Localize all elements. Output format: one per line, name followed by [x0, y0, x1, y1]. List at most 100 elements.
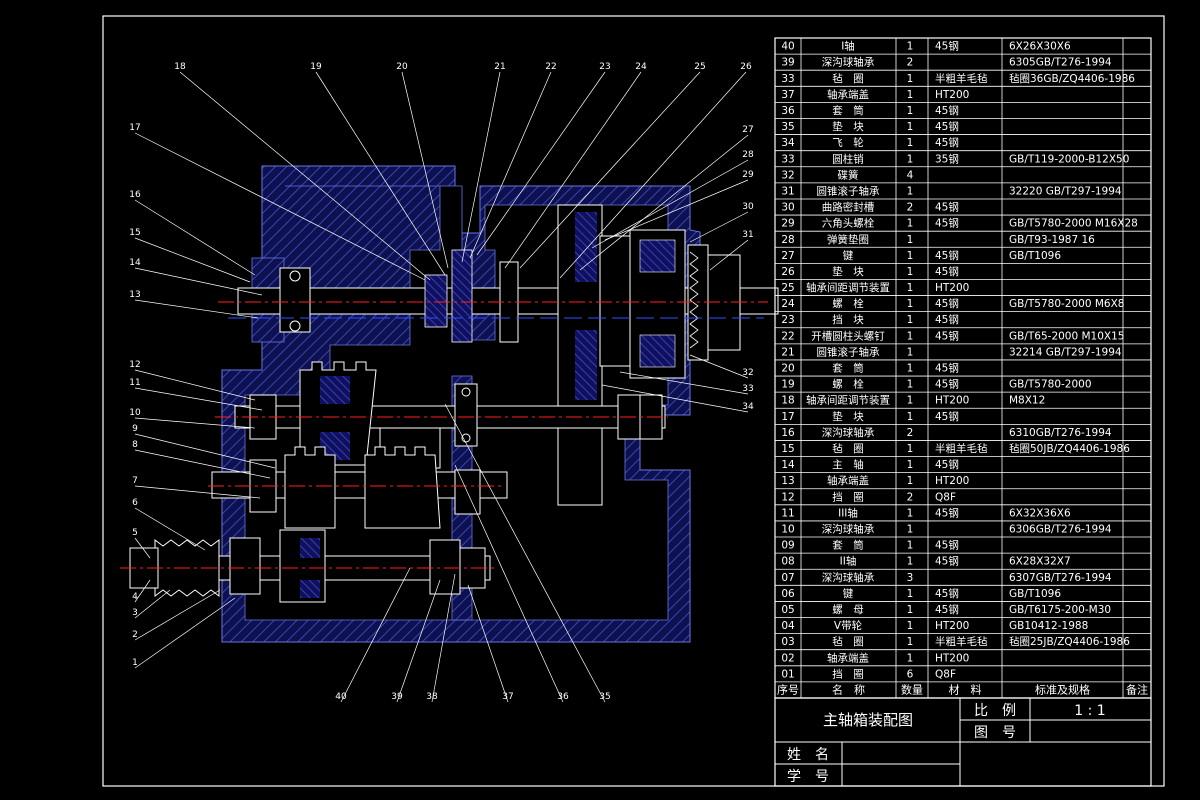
bom-cell: 深沟球轴承 — [822, 56, 875, 69]
bom-cell: 25 — [781, 282, 794, 294]
bom-cell: 45钢 — [935, 329, 959, 342]
part-balloon: 36 — [557, 692, 569, 702]
bom-cell: 毡 圈 — [832, 635, 864, 648]
bom-cell: 23 — [781, 314, 794, 326]
bom-cell: 1 — [907, 620, 914, 632]
bom-cell: 37 — [781, 89, 794, 101]
bom-cell: 2 — [907, 57, 914, 69]
leader-line — [134, 589, 171, 619]
part-balloon: 29 — [742, 170, 754, 180]
leader-line — [134, 387, 263, 411]
bom-cell: 套 筒 — [832, 539, 864, 552]
shaft-iii-assembly — [215, 361, 668, 469]
title-block: 主轴箱装配图 比 例 1 : 1 图 号 姓 名 学 号 — [774, 697, 1152, 787]
bom-cell: 32220 GB/T297-1994 — [1009, 185, 1122, 197]
bom-cell: 09 — [781, 540, 794, 552]
bom-cell: 轴承间距调节装置 — [806, 281, 890, 294]
bom-cell: 毡圈25JB/ZQ4406-1986 — [1009, 635, 1130, 648]
part-balloon: 16 — [129, 190, 141, 200]
part-balloon: 38 — [426, 692, 438, 702]
leader-line — [134, 132, 426, 281]
bom-cell: 飞 轮 — [832, 136, 864, 149]
bom-cell: 毡圈36GB/ZQ4406-1986 — [1009, 72, 1135, 85]
leader-line — [579, 134, 749, 271]
bom-cell: 10 — [781, 524, 794, 536]
bom-cell: 螺 栓 — [832, 378, 864, 391]
bom-cell: 1 — [907, 540, 914, 552]
bom-cell: 33 — [781, 73, 794, 85]
bom-cell: 45钢 — [935, 249, 959, 262]
bom-cell: 1 — [907, 153, 914, 165]
part-balloon: 34 — [742, 402, 754, 412]
bom-cell: 2 — [907, 491, 914, 503]
bom-cell: 开槽圆柱头螺钉 — [811, 329, 885, 342]
part-balloon: 1 — [132, 658, 138, 668]
bom-cell: 1 — [907, 363, 914, 375]
bom-cell: 36 — [781, 105, 795, 117]
bom-cell: 21 — [781, 346, 794, 358]
bom-cell: 6310GB/T276-1994 — [1009, 427, 1112, 439]
bom-cell: 45钢 — [935, 506, 959, 519]
bom-cell: 键 — [843, 249, 854, 262]
bom-cell: 13 — [781, 475, 794, 487]
bom-cell: 圆锥滚子轴承 — [817, 184, 880, 197]
bom-cell: GB/T5780-2000 M6X8 — [1009, 298, 1124, 310]
part-balloon: 27 — [742, 125, 753, 135]
leader-line — [134, 589, 221, 641]
leader-line — [504, 71, 642, 269]
bom-cell: 05 — [781, 604, 794, 616]
leader-line — [591, 159, 749, 249]
bom-cell: 26 — [781, 266, 795, 278]
bom-cell: V带轮 — [834, 619, 863, 632]
bom-cell: 1 — [907, 636, 914, 648]
bom-cell: 45钢 — [935, 410, 959, 423]
part-balloon: 9 — [132, 424, 138, 434]
leader-line — [134, 537, 151, 559]
leader-line — [559, 71, 747, 279]
bom-cell: 45钢 — [935, 378, 959, 391]
bom-cell: I轴 — [841, 40, 855, 53]
bom-cell: GB/T119-2000-B12X50 — [1009, 153, 1129, 165]
part-balloon: 10 — [129, 408, 141, 418]
part-balloon: 17 — [129, 123, 140, 133]
part-balloon: 26 — [740, 62, 752, 72]
bom-cell: 垫 块 — [832, 410, 864, 423]
leader-line — [179, 71, 431, 281]
bom-cell: 毡 圈 — [832, 442, 864, 455]
bom-cell: 45钢 — [935, 539, 959, 552]
bom-cell: 1 — [907, 73, 914, 85]
part-balloon: 25 — [694, 62, 705, 72]
bom-cell: 挡 圈 — [832, 667, 864, 680]
scale-value: 1 : 1 — [1074, 703, 1105, 719]
bom-cell: GB/T6175-200-M30 — [1009, 604, 1111, 616]
bom-cell: 轴承端盖 — [827, 474, 869, 487]
bom-cell: HT200 — [935, 620, 969, 632]
leader-line — [476, 71, 606, 256]
leader-line — [340, 567, 411, 703]
bom-header: 序号名 称数量材 料标准及规格备注 — [777, 682, 1148, 696]
part-balloon: 2 — [132, 630, 138, 640]
bom-cell: 08 — [781, 556, 794, 568]
bom-cell: 45钢 — [935, 458, 959, 471]
bom-cell: HT200 — [935, 475, 969, 487]
part-balloon: 24 — [635, 62, 647, 72]
part-balloon: 11 — [129, 378, 140, 388]
leader-line — [461, 71, 501, 263]
bom-cell: 1 — [907, 121, 914, 133]
leader-line — [469, 71, 552, 259]
part-balloon: 7 — [132, 476, 138, 486]
leader-line — [134, 449, 271, 479]
leader-line — [134, 507, 206, 551]
shaft-i-assembly — [120, 529, 495, 603]
bom-cell: 1 — [907, 411, 914, 423]
bom-cell: 1 — [907, 105, 914, 117]
bom-grid — [775, 38, 1151, 698]
leader-line — [601, 384, 749, 413]
bom-cell: 20 — [781, 363, 794, 375]
part-balloon: 3 — [132, 608, 138, 618]
bom-header-cell: 备注 — [1126, 682, 1148, 696]
